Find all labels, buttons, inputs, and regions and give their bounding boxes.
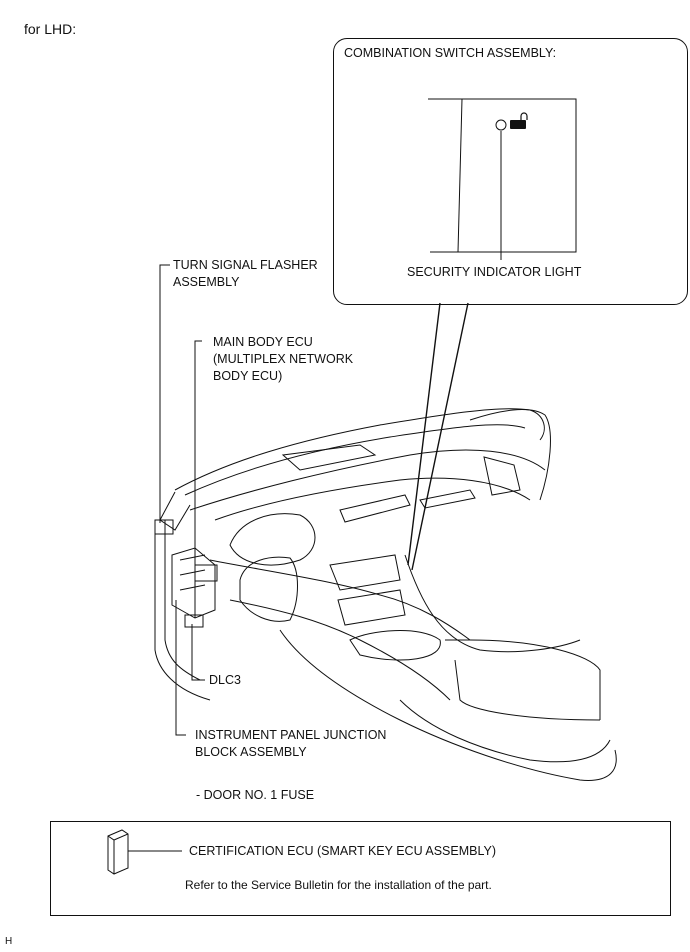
junction-label-1: INSTRUMENT PANEL JUNCTION [195, 728, 387, 742]
junction-leader [175, 600, 186, 736]
junction-label-2: BLOCK ASSEMBLY [195, 745, 307, 759]
turn-signal-label-2: ASSEMBLY [173, 275, 240, 289]
dlc3-leader [191, 624, 205, 681]
service-bulletin-box [50, 821, 671, 916]
main-body-label-3: BODY ECU) [213, 369, 283, 383]
bulletin-note: Refer to the Service Bulletin for the in… [185, 878, 492, 892]
main-body-label-2: (MULTIPLEX NETWORK [213, 352, 354, 366]
figure-code: H [5, 936, 13, 947]
variant-label: for LHD: [24, 21, 77, 37]
main-body-label-1: MAIN BODY ECU [213, 335, 313, 349]
certification-ecu-icon [107, 829, 182, 875]
dlc3-label: DLC3 [209, 673, 241, 687]
door-fuse-label: - DOOR NO. 1 FUSE [196, 788, 315, 802]
turn-signal-leader [159, 264, 170, 523]
certification-ecu-label: CERTIFICATION ECU (SMART KEY ECU ASSEMBL… [189, 844, 497, 858]
security-indicator-label: SECURITY INDICATOR LIGHT [407, 265, 582, 279]
callout-title: COMBINATION SWITCH ASSEMBLY: [344, 46, 557, 60]
main-body-leader [194, 340, 202, 560]
ecu-cluster [154, 519, 218, 628]
turn-signal-label-1: TURN SIGNAL FLASHER [173, 258, 318, 272]
indicator-lamp-icon [495, 119, 507, 131]
lock-car-icon [510, 112, 528, 129]
callout-pointer [407, 302, 469, 571]
switch-panel [428, 98, 577, 253]
combination-switch-callout [333, 38, 688, 305]
dashboard-outline [154, 408, 617, 781]
